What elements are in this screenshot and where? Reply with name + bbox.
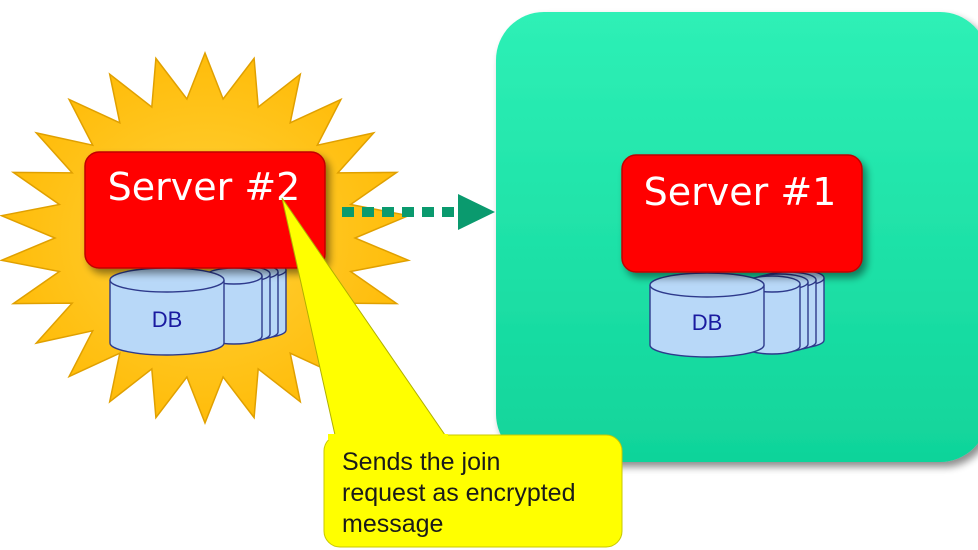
server2-box: Server #2: [84, 151, 326, 269]
server1-box: Server #1: [621, 154, 863, 273]
callout-box: Sends the join request as encrypted mess…: [323, 434, 623, 548]
callout-text: Sends the join request as encrypted mess…: [342, 448, 582, 538]
join-request-arrow: [342, 194, 495, 230]
server2-label: Server #2: [108, 165, 301, 209]
callout-line-2: request as encrypted: [342, 479, 575, 507]
callout-line-3: message: [342, 510, 443, 538]
server1-db-label: DB: [692, 310, 723, 335]
server2-db-icon: DB: [109, 261, 287, 356]
server1-label: Server #1: [644, 170, 837, 214]
server2-db-label: DB: [152, 307, 183, 332]
server1-db-icon: DB: [649, 269, 825, 358]
callout-line-1: Sends the join: [342, 448, 500, 476]
